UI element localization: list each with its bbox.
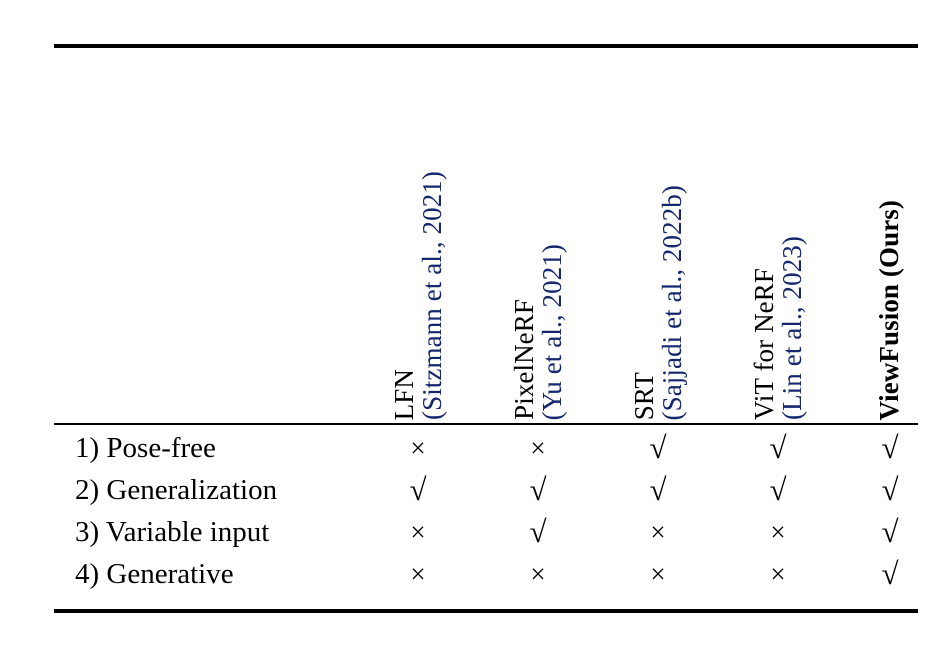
cell-mark-yes: √ bbox=[881, 514, 899, 549]
column-header-citation: (Sajjadi et al., 2022b) bbox=[656, 184, 687, 421]
row-label: 2) Generalization bbox=[75, 474, 278, 506]
cell-mark-yes: √ bbox=[881, 556, 899, 591]
table-top-rule bbox=[54, 44, 918, 48]
cell-mark-yes: √ bbox=[649, 472, 667, 507]
cell-mark-no: × bbox=[650, 517, 666, 547]
column-header-name: LFN bbox=[388, 368, 419, 420]
table-body: 1) Pose-free××√√√2) Generalization√√√√√3… bbox=[0, 427, 946, 609]
column-header-name: SRT bbox=[628, 371, 659, 420]
row-label: 1) Pose-free bbox=[75, 432, 216, 464]
row-label: 4) Generative bbox=[75, 558, 234, 590]
cell-mark-no: × bbox=[770, 517, 786, 547]
table-bottom-rule bbox=[54, 609, 918, 613]
cell-mark-yes: √ bbox=[769, 430, 787, 465]
cell-mark-no: × bbox=[650, 559, 666, 589]
cell-mark-yes: √ bbox=[649, 430, 667, 465]
column-header-name: ViewFusion (Ours) bbox=[874, 199, 904, 420]
column-header-1: LFN(Sitzmann et al., 2021) bbox=[388, 60, 448, 420]
cell-mark-yes: √ bbox=[529, 472, 547, 507]
column-header-name: ViT for NeRF bbox=[748, 267, 779, 420]
column-header-5: ViewFusion (Ours) bbox=[860, 60, 920, 420]
row-label: 3) Variable input bbox=[75, 516, 270, 548]
column-header-3: SRT(Sajjadi et al., 2022b) bbox=[628, 60, 688, 421]
column-header-4: ViT for NeRF(Lin et al., 2023) bbox=[748, 60, 808, 420]
table-mid-rule bbox=[54, 423, 918, 425]
cell-mark-no: × bbox=[530, 559, 546, 589]
column-header-citation: (Yu et al., 2021) bbox=[536, 243, 567, 420]
cell-mark-yes: √ bbox=[769, 472, 787, 507]
column-header-name: PixelNeRF bbox=[508, 299, 539, 420]
table-row: 3) Variable input × √ × × √ bbox=[0, 511, 946, 553]
cell-mark-yes: √ bbox=[881, 430, 899, 465]
cell-mark-no: × bbox=[410, 559, 426, 589]
cell-mark-yes: √ bbox=[409, 472, 427, 507]
cell-mark-no: × bbox=[410, 433, 426, 463]
table-row: 2) Generalization √ √ √ √ √ bbox=[0, 469, 946, 511]
cell-mark-yes: √ bbox=[881, 472, 899, 507]
column-header-2: PixelNeRF(Yu et al., 2021) bbox=[508, 60, 568, 420]
cell-mark-no: × bbox=[410, 517, 426, 547]
table-row: 1) Pose-free × × √ √ √ bbox=[0, 427, 946, 469]
cell-mark-no: × bbox=[770, 559, 786, 589]
column-header-band: LFN(Sitzmann et al., 2021) PixelNeRF(Yu e… bbox=[0, 48, 946, 420]
column-header-citation: (Sitzmann et al., 2021) bbox=[416, 171, 447, 420]
cell-mark-yes: √ bbox=[529, 514, 547, 549]
column-header-citation: (Lin et al., 2023) bbox=[776, 236, 807, 420]
cell-mark-no: × bbox=[530, 433, 546, 463]
table-row: 4) Generative × × × × √ bbox=[0, 553, 946, 595]
